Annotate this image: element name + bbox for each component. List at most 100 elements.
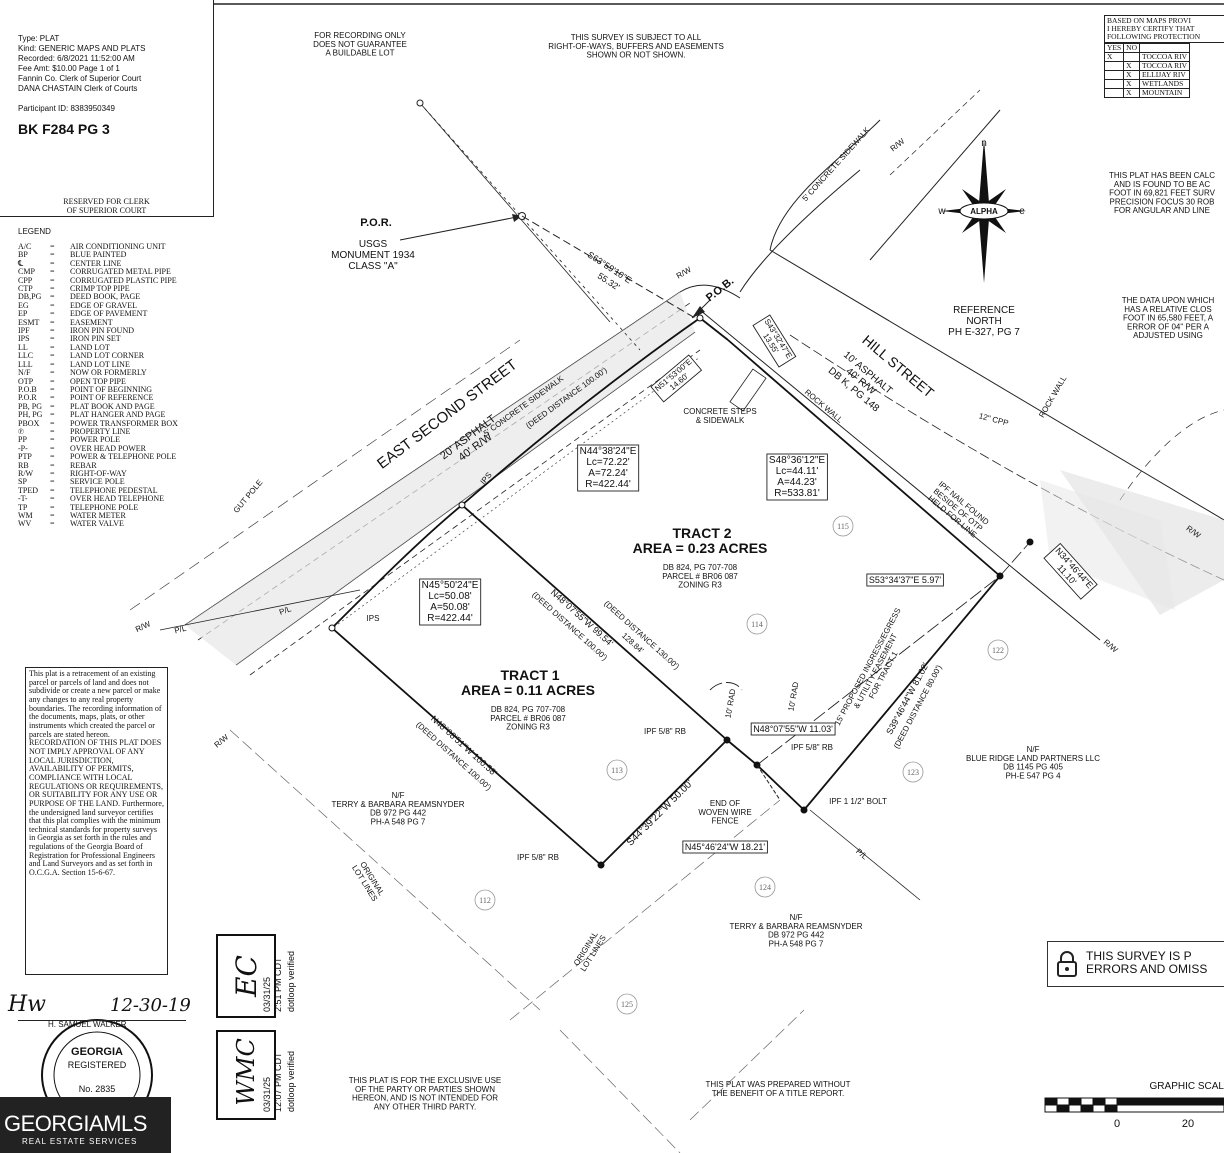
legend-desc: OVER HEAD TELEPHONE [70, 494, 165, 504]
legend-abbr: BP [18, 250, 28, 260]
legend-equals: = [50, 502, 55, 512]
sidewalk-label-2: 5' CONCRETE SIDEWALK [801, 125, 873, 203]
legend-abbr: A/C [18, 242, 32, 251]
legend-desc: OVER HEAD POWER [70, 443, 146, 453]
legend-item: EG=EDGE OF GRAVEL [18, 300, 178, 310]
legend-item: BP=BLUE PAINTED [18, 250, 178, 260]
retracement-certification: This plat is a retracement of an existin… [25, 667, 168, 975]
corner-markers [328, 314, 1034, 869]
legend-item: PB, PG=PLAT BOOK AND PAGE [18, 402, 178, 411]
legend-desc: CENTER LINE [70, 258, 122, 268]
ipf-rb-label: IPF 5/8" RB [517, 853, 559, 862]
recording-line: Type: PLAT [18, 34, 60, 43]
recording-line: DANA CHASTAIN Clerk of Courts [18, 84, 138, 93]
legend-desc: WATER VALVE [70, 519, 124, 529]
seal-no: No. 2835 [79, 1084, 116, 1094]
legend-equals: = [50, 275, 55, 285]
legend-desc: POWER & TELEPHONE POLE [70, 452, 177, 462]
legend-equals: = [50, 309, 55, 319]
survey-protection-notice: THIS SURVEY IS P ERRORS AND OMISS [1047, 941, 1224, 987]
flood-cell: X [1103, 52, 1125, 62]
legend-desc: CORRUGATED METAL PIPE [70, 267, 171, 277]
scale-tick: 0 [1114, 1118, 1120, 1130]
tract-1-area: AREA = 0.11 ACRES [461, 682, 595, 698]
lot-circle [832, 515, 854, 537]
legend-item: PBOX=POWER TRANSFORMER BOX [18, 418, 178, 428]
legend-item: EP=EDGE OF PAVEMENT [18, 309, 178, 319]
rw-label: R/W [675, 265, 693, 281]
north-badge: ALPHA [970, 207, 998, 216]
call-box [750, 722, 836, 736]
lot-number: 125 [621, 1000, 633, 1009]
legend-equals: = [50, 342, 55, 352]
lot-number: 112 [479, 896, 491, 905]
legend-desc: SERVICE POLE [70, 477, 125, 487]
legend-desc: PLAT HANGER AND PAGE [70, 410, 166, 420]
legend-equals: = [50, 326, 55, 336]
flood-cell [1103, 61, 1125, 71]
lot-circle [987, 639, 1009, 661]
legend-item: IPF=IRON PIN FOUND [18, 326, 178, 336]
dotloop-time: 03/31/25 12:07 PM CDT [262, 1052, 283, 1112]
legend-abbr: PH, PG [18, 410, 43, 420]
legend-item: PH, PG=PLAT HANGER AND PAGE [18, 410, 178, 420]
legend-equals: = [50, 384, 55, 394]
legend-equals: = [50, 284, 55, 294]
legend-abbr: LLC [18, 351, 34, 361]
dotloop-time: 03/31/25 2:51 PM CDT [262, 957, 283, 1012]
sidewalk-shade [185, 292, 695, 665]
call-box [577, 444, 640, 492]
dotloop-verified: dotloop verified [286, 950, 296, 1012]
legend-abbr: -P- [18, 443, 28, 453]
legend-abbr: P.O.R [18, 393, 37, 403]
original-lot-lines-label: ORIGINALLOT LINES [350, 859, 387, 903]
call-c7: S53°34'37"E 5.97' [869, 575, 942, 585]
overhead-power-line [159, 102, 921, 901]
legend-desc: BLUE PAINTED [70, 250, 127, 260]
legend-desc: POINT OF REFERENCE [70, 393, 154, 403]
ips-label: IPS [367, 614, 380, 623]
legend-equals: = [50, 393, 55, 403]
signature-line [18, 1020, 186, 1021]
legend-equals: = [50, 334, 55, 344]
legend-desc: EASEMENT [70, 317, 113, 327]
legend-desc: EDGE OF PAVEMENT [70, 309, 148, 319]
legend-item: PP=POWER POLE [18, 435, 178, 444]
legend-equals: = [50, 368, 55, 378]
legend-item: ℗=PROPERTY LINE [18, 427, 178, 436]
georgia-mls-watermark: GEORGIAMLS REAL ESTATE SERVICES [0, 1097, 171, 1153]
legend-equals: = [50, 359, 55, 369]
legend-item: A/C=AIR CONDITIONING UNIT [18, 242, 178, 251]
call-c10: N45°46'24"W 18.21' [685, 842, 766, 852]
legend-item: CPP=CORRUGATED PLASTIC PIPE [18, 275, 178, 285]
lot-number: 122 [992, 646, 1004, 655]
legend-equals: = [50, 418, 55, 428]
legend-desc: IRON PIN SET [70, 334, 121, 344]
legend-abbr: LL [18, 342, 28, 352]
por-label: P.O.R. [360, 217, 392, 229]
legend-equals: = [50, 494, 55, 504]
call-c11: S44°39'22"W 50.00' [625, 778, 696, 849]
north-arrow-icon [942, 139, 1026, 283]
recording-line: Kind: GENERIC MAPS AND PLATS [18, 44, 146, 53]
call-c9: N48°07'55"W 11.03' [753, 724, 833, 734]
easement-label: 15' PROPOSED INGRESS/EGRESS& UTILITY EAS… [833, 607, 918, 736]
original-lot-lines-label: ORIGINALLOT LINES [571, 929, 608, 973]
legend-desc: IRON PIN FOUND [70, 326, 135, 336]
legend-abbr: DB,PG [18, 292, 42, 302]
pl-label: P/L [854, 847, 869, 862]
call-box [682, 840, 768, 854]
legend-item: TP=TELEPHONE POLE [18, 502, 178, 512]
original-lot-lines [229, 729, 805, 1153]
legend-desc: REBAR [70, 460, 97, 470]
recording-line: Fannin Co. Clerk of Superior Court [18, 74, 142, 83]
legend-equals: = [50, 300, 55, 310]
concrete-steps [729, 368, 767, 412]
